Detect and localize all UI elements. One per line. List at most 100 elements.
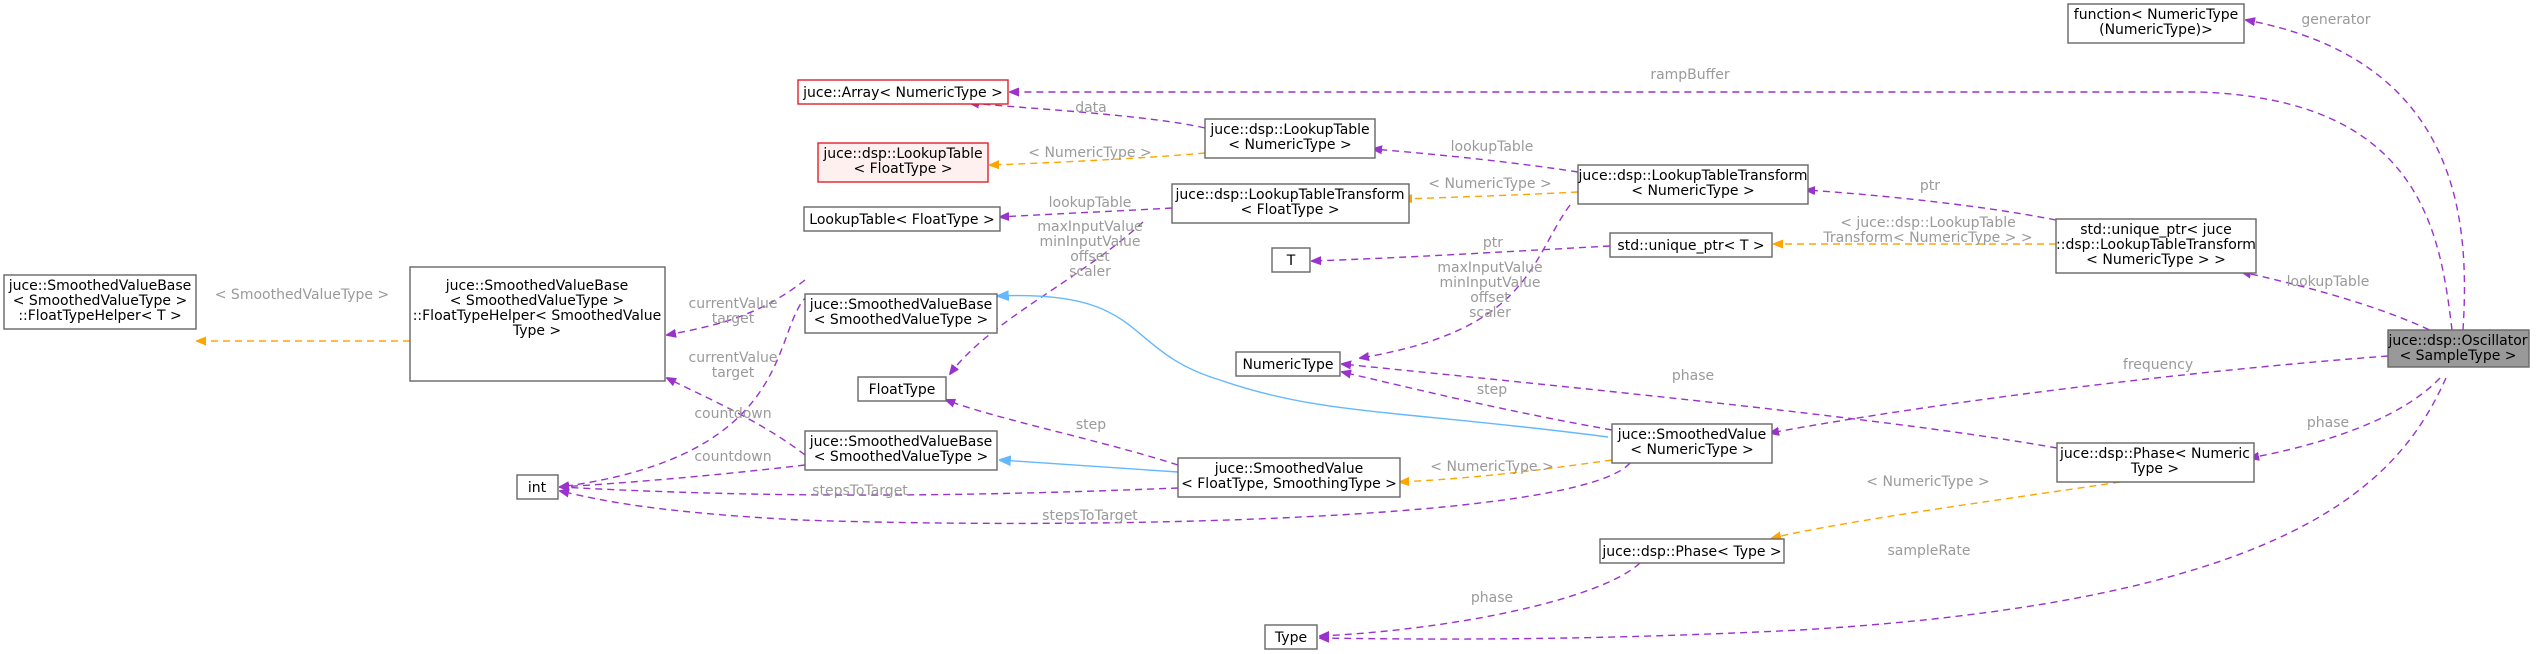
text-line: LookupTable< FloatType > [809,212,994,228]
text-line: function< NumericType [2074,7,2238,23]
text-line: Type > [2130,461,2179,477]
node-int-type[interactable]: int [516,474,559,500]
text-line: < SampleType > [2399,348,2516,364]
edge-label-phase-2: phase [2307,415,2349,431]
node-oscillator[interactable]: juce::dsp::Oscillator< SampleType > [2387,329,2530,368]
text-line: target [712,311,755,327]
edge-phase-1 [1342,364,2058,449]
node-array-numeric[interactable]: juce::Array< NumericType > [797,79,1009,105]
edge-steps-to-target-2 [560,462,1631,525]
edge-generator [2246,20,2466,331]
node-function-numeric-label: function< NumericType(NumericType)> [2074,7,2238,38]
text-line: < FloatType, SmoothingType > [1181,476,1397,492]
text-line: < NumericType > [1866,474,1989,490]
node-ltt-float[interactable]: juce::dsp::LookupTableTransform< FloatTy… [1171,183,1410,224]
text-line: currentValue [689,296,778,312]
text-line: < NumericType > [1630,442,1753,458]
edge-label-lookuptable-2: lookupTable [1049,195,1132,211]
node-ltt-numeric[interactable]: juce::dsp::LookupTableTransform< Numeric… [1577,164,1809,205]
node-smoothed-value-numeric-label: juce::SmoothedValue< NumericType > [1617,427,1766,458]
text-line: < SmoothedValueType > [814,449,988,465]
node-svb-top[interactable]: juce::SmoothedValueBase< SmoothedValueTy… [804,293,998,334]
text-line: < SmoothedValueType > [814,312,988,328]
text-line: juce::SmoothedValueBase [809,297,993,313]
node-function-numeric[interactable]: function< NumericType(NumericType)> [2067,3,2245,44]
node-phase-type[interactable]: juce::dsp::Phase< Type > [1599,538,1785,564]
node-svb-floattypehelper-t-label: juce::SmoothedValueBase< SmoothedValueTy… [8,278,192,324]
text-line: minInputValue [1439,275,1540,291]
text-line: ::dsp::LookupTableTransform [2056,237,2256,253]
text-line: juce::dsp::Oscillator [2387,333,2527,349]
text-line: Type [1274,630,1307,646]
text-line: juce::dsp::Phase< Numeric [2059,446,2250,462]
edge-label-generator: generator [2301,12,2370,28]
text-line: juce::SmoothedValue [1214,461,1363,477]
node-lookup-table-float[interactable]: LookupTable< FloatType > [803,206,1001,232]
text-line: < NumericType > > [2086,252,2226,268]
node-unique-ptr-ltt-label: std::unique_ptr< juce::dsp::LookupTableT… [2056,222,2256,268]
text-line: < NumericType > [1228,137,1351,153]
node-unique-ptr-ltt[interactable]: std::unique_ptr< juce::dsp::LookupTableT… [2055,218,2257,274]
node-type-type-label: Type [1274,630,1307,646]
text-line: < NumericType > [1430,459,1553,475]
edge-label-ptr-1: ptr [1920,178,1940,194]
text-line: scaler [1069,264,1111,280]
text-line: < SmoothedValueType > [215,287,389,303]
edge-phase-2 [2250,377,2441,458]
edge-ltt-float-members [950,221,1144,374]
text-line: juce::Array< NumericType > [802,85,1003,101]
text-line: data [1075,100,1107,116]
text-line: juce::dsp::LookupTable [822,146,982,162]
node-t-type-label: T [1286,253,1296,269]
text-line: lookupTable [1451,139,1534,155]
text-line: ptr [1920,178,1940,194]
text-line: juce::dsp::Phase< Type > [1601,544,1781,560]
node-numeric-type[interactable]: NumericType [1235,351,1341,377]
edge-countdown-2 [560,464,806,487]
edge-sv-numeric-tpl [1400,459,1613,482]
edge-lookuptable-1 [1373,149,1579,173]
text-line: int [528,480,547,496]
node-int-type-label: int [528,480,547,496]
node-ltt-float-label: juce::dsp::LookupTableTransform< FloatTy… [1175,187,1405,218]
text-line: Transform< NumericType > > [1822,230,2032,246]
text-line: minInputValue [1039,234,1140,250]
text-line: < NumericType > [1028,145,1151,161]
node-smoothed-value-numeric[interactable]: juce::SmoothedValue< NumericType > [1611,423,1773,464]
node-unique-ptr-t[interactable]: std::unique_ptr< T > [1609,232,1773,258]
edge-data [970,103,1206,129]
node-type-type[interactable]: Type [1264,624,1318,650]
node-oscillator-label: juce::dsp::Oscillator< SampleType > [2387,333,2527,364]
node-unique-ptr-t-label: std::unique_ptr< T > [1617,238,1764,254]
node-svb-bottom[interactable]: juce::SmoothedValueBase< SmoothedValueTy… [804,430,998,471]
node-lookup-table-numeric[interactable]: juce::dsp::LookupTable< NumericType > [1204,118,1376,159]
node-smoothed-value-float[interactable]: juce::SmoothedValue< FloatType, Smoothin… [1177,457,1401,498]
node-svb-floattypehelper-t[interactable]: juce::SmoothedValueBase< SmoothedValueTy… [3,274,197,330]
edge-steps-to-target-1 [560,487,1179,496]
edge-label-phase-numeric-tpl: < NumericType > [1866,474,1989,490]
edges [197,20,2466,639]
edge-label-samplerate: sampleRate [1887,543,1970,559]
text-line: juce::SmoothedValue [1617,427,1766,443]
edge-phase-numeric-tpl [1772,481,2121,538]
edge-label-phase-3: phase [1471,590,1513,606]
node-svb-bottom-label: juce::SmoothedValueBase< SmoothedValueTy… [809,434,993,465]
node-lookup-table-float-red[interactable]: juce::dsp::LookupTable< FloatType > [817,142,989,183]
text-line: sampleRate [1887,543,1970,559]
edge-countdown-1 [560,294,809,487]
node-svb-floattypehelper-svt[interactable]: juce::SmoothedValueBase< SmoothedValueTy… [409,266,666,382]
edge-label-phase-1: phase [1672,368,1714,384]
text-line: FloatType [869,382,936,398]
node-float-type[interactable]: FloatType [857,376,947,402]
edge-label-frequency: frequency [2123,357,2193,373]
text-line: lookupTable [2287,274,2370,290]
edge-step-2 [1342,372,1613,431]
text-line: juce::dsp::LookupTable [1209,122,1369,138]
text-line: countdown [694,406,771,422]
node-t-type[interactable]: T [1271,247,1311,273]
